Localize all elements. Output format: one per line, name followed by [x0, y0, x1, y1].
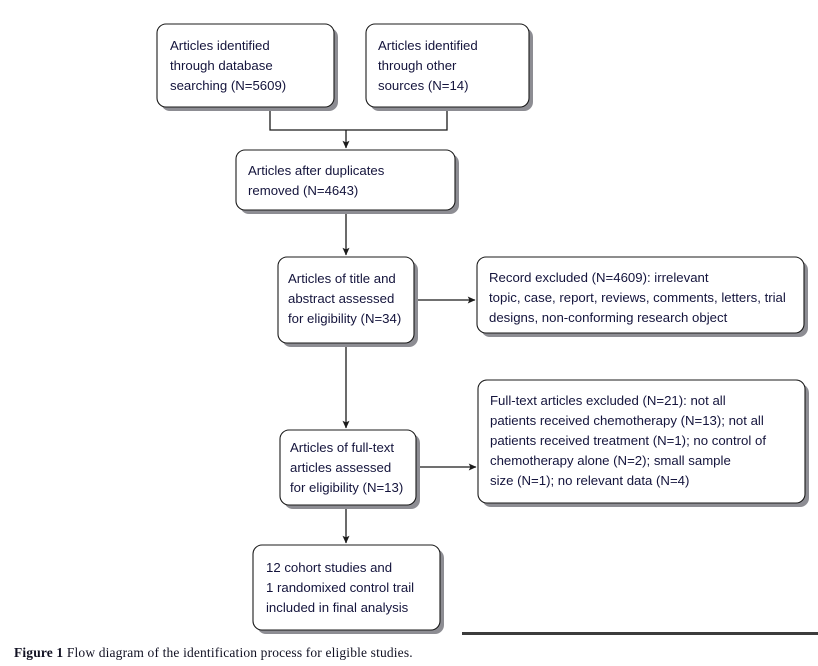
caption-divider: [462, 632, 818, 635]
node-line: Record excluded (N=4609): irrelevant: [489, 270, 709, 285]
node-fulltext-assessed: Articles of full-text articles assessed …: [279, 429, 420, 509]
connectors: [269, 107, 477, 544]
figure-caption-text: Flow diagram of the identification proce…: [66, 645, 413, 660]
node-line: patients received chemotherapy (N=13); n…: [490, 413, 764, 428]
node-line: abstract assessed: [288, 291, 394, 306]
node-line: articles assessed: [290, 460, 391, 475]
node-line: size (N=1); no relevant data (N=4): [490, 473, 689, 488]
figure-caption-label: Figure 1: [14, 645, 64, 660]
node-line: through other: [378, 58, 457, 73]
node-line: 12 cohort studies and: [266, 560, 392, 575]
node-line: 1 randomixed control trail: [266, 580, 414, 595]
connector-bracket-top: [269, 107, 448, 131]
node-line: through database: [170, 58, 273, 73]
figure-caption: Figure 1 Flow diagram of the identificat…: [14, 645, 413, 661]
node-identified-database: Articles identified through database sea…: [156, 23, 338, 111]
node-line: included in final analysis: [266, 600, 409, 615]
node-fulltext-excluded: Full-text articles excluded (N=21): not …: [477, 379, 809, 507]
node-line: removed (N=4643): [248, 183, 358, 198]
node-line: chemotherapy alone (N=2); small sample: [490, 453, 731, 468]
node-line: Articles identified: [378, 38, 478, 53]
node-line: Articles of title and: [288, 271, 396, 286]
node-line: for eligibility (N=34): [288, 311, 401, 326]
node-line: Articles after duplicates: [248, 163, 385, 178]
node-line: topic, case, report, reviews, comments, …: [489, 290, 786, 305]
node-line: sources (N=14): [378, 78, 469, 93]
node-line: designs, non-conforming research object: [489, 310, 728, 325]
node-identified-other: Articles identified through other source…: [365, 23, 533, 111]
node-line: Articles identified: [170, 38, 270, 53]
node-line: searching (N=5609): [170, 78, 286, 93]
node-included-final: 12 cohort studies and 1 randomixed contr…: [252, 544, 444, 634]
node-line: Full-text articles excluded (N=21): not …: [490, 393, 726, 408]
node-line: Articles of full-text: [290, 440, 394, 455]
node-line: for eligibility (N=13): [290, 480, 403, 495]
node-title-abstract-screened: Articles of title and abstract assessed …: [277, 256, 418, 347]
node-records-excluded: Record excluded (N=4609): irrelevant top…: [476, 256, 808, 337]
node-after-duplicates: Articles after duplicates removed (N=464…: [235, 149, 459, 214]
node-line: patients received treatment (N=1); no co…: [490, 433, 766, 448]
